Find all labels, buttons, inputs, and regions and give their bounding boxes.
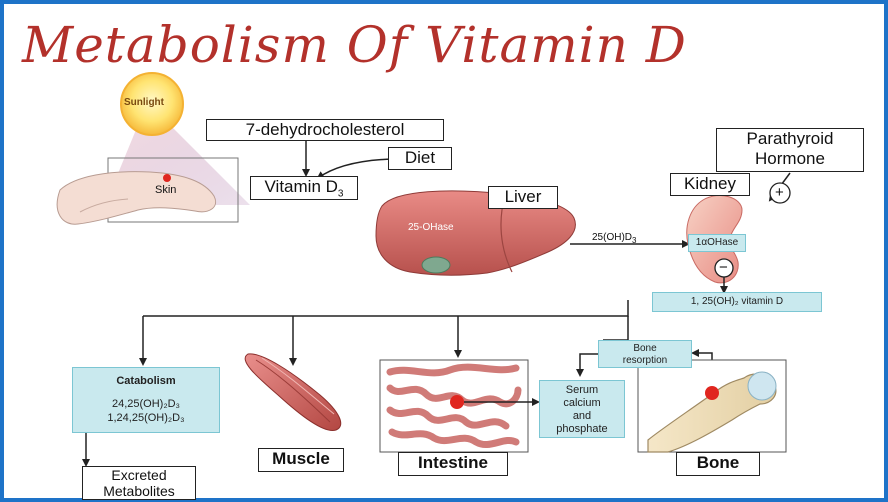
catabolism-box: Catabolism 24,25(OH)₂D₃ 1,24,25(OH)₂D₃: [72, 367, 220, 433]
kidney-label: Kidney: [684, 174, 736, 193]
gallbladder-icon: [422, 257, 450, 273]
serum-line2: calcium: [540, 397, 624, 410]
sunlight-label: Sunlight: [124, 97, 164, 108]
intestine-label: Intestine: [418, 453, 488, 472]
excreted-line2: Metabolites: [83, 483, 195, 499]
precursor-box: 7-dehydrocholesterol: [206, 119, 444, 141]
serum-line3: and: [540, 410, 624, 423]
catabolism-title: Catabolism: [73, 374, 219, 388]
liver-product-text: 25(OH)D: [592, 232, 632, 243]
serum-box: Serum calcium and phosphate: [539, 380, 625, 438]
bone-resorption-line2: resorption: [599, 355, 691, 367]
intestine-marker: [450, 395, 464, 409]
kidney-enzyme-box: 1αOHase: [688, 234, 746, 252]
diet-box: Diet: [388, 147, 452, 170]
excreted-line1: Excreted: [83, 467, 195, 483]
kidney-box: Kidney: [670, 173, 750, 196]
precursor-label: 7-dehydrocholesterol: [246, 120, 405, 139]
line-to-bone: [603, 316, 628, 340]
vitamin-d3-label: Vitamin D: [265, 177, 338, 196]
kidney-enzyme-label: 1αOHase: [696, 237, 738, 248]
liver-label: Liver: [505, 187, 542, 206]
pth-box: Parathyroid Hormone: [716, 128, 864, 172]
minus-label: −: [719, 259, 728, 276]
hand-icon: [57, 172, 215, 225]
vitamin-d3-box: Vitamin D3: [250, 176, 358, 200]
bone-label: Bone: [697, 453, 740, 472]
catabolism-line1: 24,25(OH)₂D₃: [73, 397, 219, 411]
serum-line4: phosphate: [540, 423, 624, 436]
serum-line1: Serum: [540, 384, 624, 397]
skin-marker: [163, 174, 171, 182]
intestine-box: Intestine: [398, 452, 508, 476]
liver-product-subscript: 3: [632, 236, 636, 245]
muscle-box: Muscle: [258, 448, 344, 472]
excreted-box: Excreted Metabolites: [82, 466, 196, 500]
liver-product-label: 25(OH)D3: [592, 232, 636, 245]
pth-line2: Hormone: [717, 149, 863, 169]
pth-line1: Parathyroid: [717, 129, 863, 149]
catabolism-line2: 1,24,25(OH)₂D₃: [73, 411, 219, 425]
plus-label: +: [775, 184, 784, 201]
bone-resorption-line1: Bone: [599, 343, 691, 355]
active-form-label: 1, 25(OH)₂ vitamin D: [691, 296, 783, 307]
bone-resorption-box: Bone resorption: [598, 340, 692, 368]
vitamin-d3-subscript: 3: [338, 188, 344, 199]
active-form-box: 1, 25(OH)₂ vitamin D: [652, 292, 822, 312]
arrow-resorption-to-serum: [580, 354, 598, 375]
diet-label: Diet: [405, 148, 435, 167]
bone-head: [748, 372, 776, 400]
liver-box: Liver: [488, 186, 558, 209]
bone-box: Bone: [676, 452, 760, 476]
bone-marker: [705, 386, 719, 400]
skin-label: Skin: [155, 184, 176, 196]
liver-enzyme-label: 25-OHase: [408, 222, 454, 233]
muscle-label: Muscle: [272, 449, 330, 468]
distribution-line: [143, 300, 628, 316]
